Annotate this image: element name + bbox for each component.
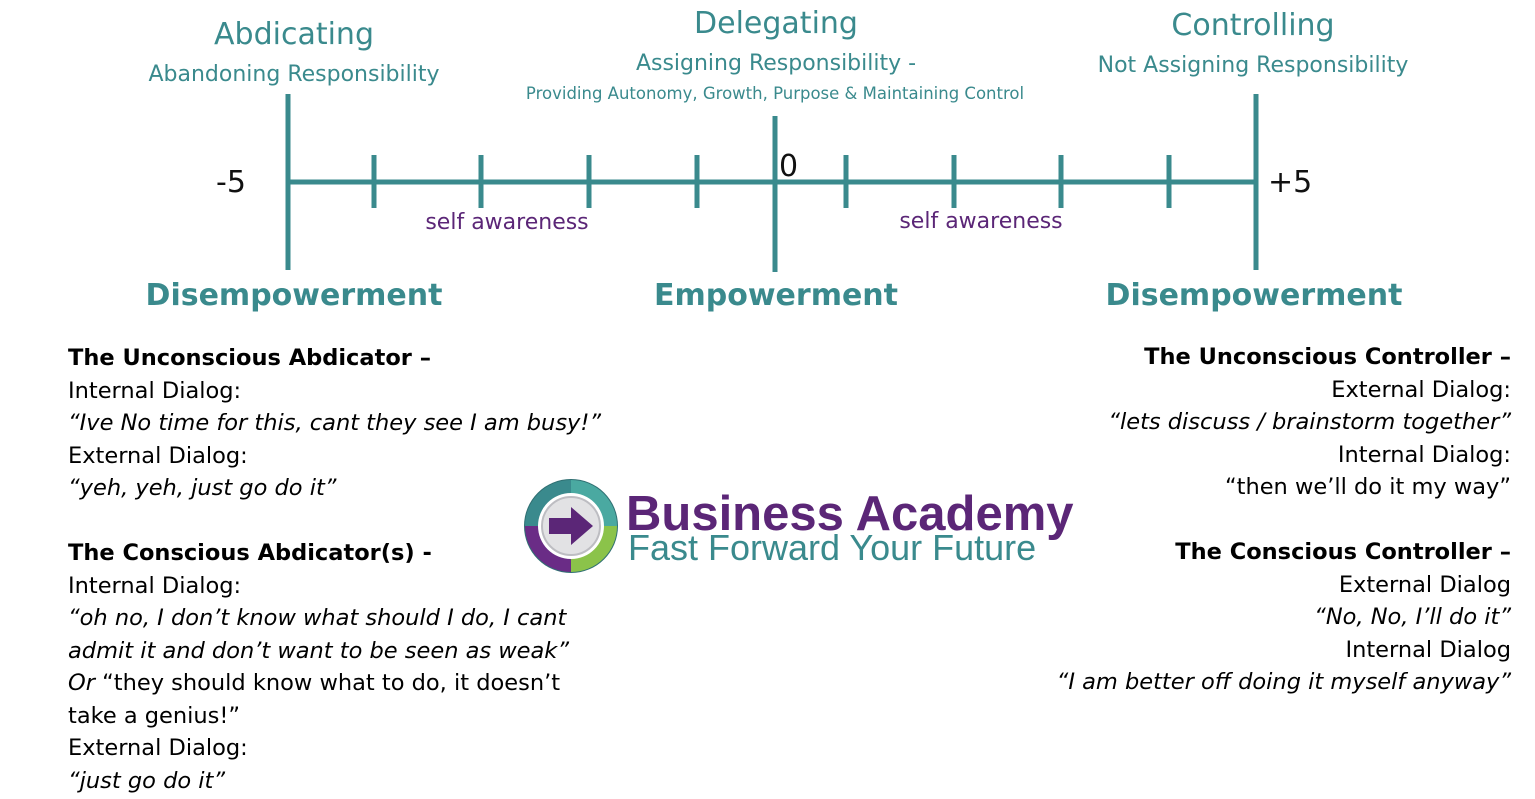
internal-dialog-quote: “Ive No time for this, cant they see I a… — [68, 410, 602, 436]
external-dialog-label: External Dialog — [1338, 571, 1511, 598]
internal-dialog-label: Internal Dialog: — [68, 572, 242, 599]
internal-dialog-quote: “I am better off doing it myself anyway” — [1056, 669, 1511, 695]
external-dialog-quote: “just go do it” — [68, 767, 225, 794]
delegating-subtitle: Assigning Responsibility - — [635, 51, 917, 76]
conscious-controller-title: The Conscious Controller – — [1175, 539, 1511, 565]
state-disempowerment-right: Disempowerment — [1105, 278, 1403, 313]
delegating-note: Providing Autonomy, Growth, Purpose & Ma… — [525, 84, 1025, 103]
controlling-subtitle: Not Assigning Responsibility — [1097, 53, 1409, 78]
arrow-right-icon — [549, 507, 593, 545]
abdicating-subtitle: Abandoning Responsibility — [148, 62, 440, 87]
external-dialog-label: External Dialog: — [1331, 376, 1511, 403]
unconscious-controller-title: The Unconscious Controller – — [1144, 344, 1511, 370]
self-awareness-left: self awareness — [425, 210, 589, 235]
internal-dialog-label: Internal Dialog — [1345, 636, 1511, 663]
scale-zero-label: 0 — [779, 149, 799, 184]
abdicating-title: Abdicating — [214, 17, 374, 52]
internal-dialog-quote: “then we’ll do it my way” — [1224, 474, 1511, 500]
external-dialog-quote: “No, No, I’ll do it” — [1314, 604, 1511, 630]
conscious-abdicator-title: The Conscious Abdicator(s) - — [68, 540, 432, 566]
internal-dialog-label: Internal Dialog: — [68, 377, 242, 404]
conscious-abdicator-block: The Conscious Abdicator(s) - Internal Di… — [68, 537, 569, 797]
or-word: Or — [68, 670, 95, 696]
state-disempowerment-left: Disempowerment — [145, 278, 443, 313]
unconscious-abdicator-block: The Unconscious Abdicator – Internal Dia… — [68, 342, 601, 505]
logo-name: Business Academy — [626, 487, 1074, 541]
external-dialog-label: External Dialog: — [68, 442, 248, 469]
unconscious-controller-block: The Unconscious Controller – External Di… — [1108, 341, 1511, 504]
controlling-title: Controlling — [1171, 8, 1335, 43]
scale-min-label: -5 — [216, 165, 246, 200]
internal-dialog-label: Internal Dialog: — [1337, 441, 1511, 468]
logo-tagline: Fast Forward Your Future — [628, 527, 1037, 568]
scale-max-label: +5 — [1268, 165, 1313, 200]
unconscious-abdicator-title: The Unconscious Abdicator – — [68, 345, 431, 371]
alternative-quote-text: “they should know what to do, it doesn’t — [94, 670, 561, 696]
state-empowerment: Empowerment — [654, 278, 898, 313]
delegating-title: Delegating — [694, 6, 858, 41]
responsibility-scale — [285, 94, 1259, 272]
conscious-controller-block: The Conscious Controller – External Dial… — [1057, 536, 1511, 699]
self-awareness-right: self awareness — [899, 209, 1063, 234]
internal-dialog-quote-line: admit it and don’t want to be seen as we… — [68, 637, 569, 664]
external-dialog-quote: “yeh, yeh, just go do it” — [68, 475, 337, 501]
external-dialog-quote: “lets discuss / brainstorm together” — [1108, 409, 1511, 435]
alternative-quote-line: Or “they should know what to do, it does… — [68, 667, 569, 700]
internal-dialog-quote-line: “oh no, I don’t know what should I do, I… — [68, 605, 567, 631]
alternative-quote-line: take a genius!” — [68, 702, 241, 729]
external-dialog-label: External Dialog: — [68, 735, 248, 761]
logo-mark — [524, 479, 618, 573]
